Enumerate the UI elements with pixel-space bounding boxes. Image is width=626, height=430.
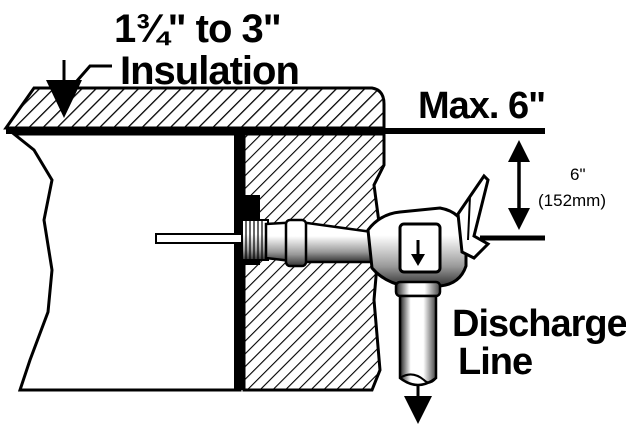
insulation-top-layer bbox=[3, 86, 386, 130]
valve-bonnet bbox=[398, 222, 442, 274]
discharge-pipe-cut bbox=[399, 373, 437, 384]
probe-rod bbox=[155, 233, 243, 244]
thread-lines bbox=[245, 221, 263, 259]
insulation-label: Insulation bbox=[120, 49, 299, 93]
dimension-inches-label: 6" bbox=[570, 165, 586, 184]
tank-body bbox=[9, 132, 242, 392]
insulation-range-label: 1¾" to 3" bbox=[114, 7, 281, 51]
discharge-pipe bbox=[398, 294, 438, 387]
discharge-collar bbox=[394, 280, 442, 298]
valve-flow-arrow-icon bbox=[411, 240, 425, 266]
max-distance-label: Max. 6" bbox=[418, 85, 545, 127]
dimension-mm-label: (152mm) bbox=[538, 191, 606, 210]
insulation-pointer-icon bbox=[46, 60, 112, 118]
pipe-collar bbox=[284, 218, 308, 268]
lever-line bbox=[467, 195, 471, 241]
dimension-double-arrow-icon bbox=[508, 140, 530, 230]
lever-handle bbox=[456, 173, 491, 260]
discharge-arrow-icon bbox=[404, 386, 432, 424]
discharge-label: Discharge bbox=[452, 303, 626, 345]
line-label: Line bbox=[458, 341, 532, 383]
